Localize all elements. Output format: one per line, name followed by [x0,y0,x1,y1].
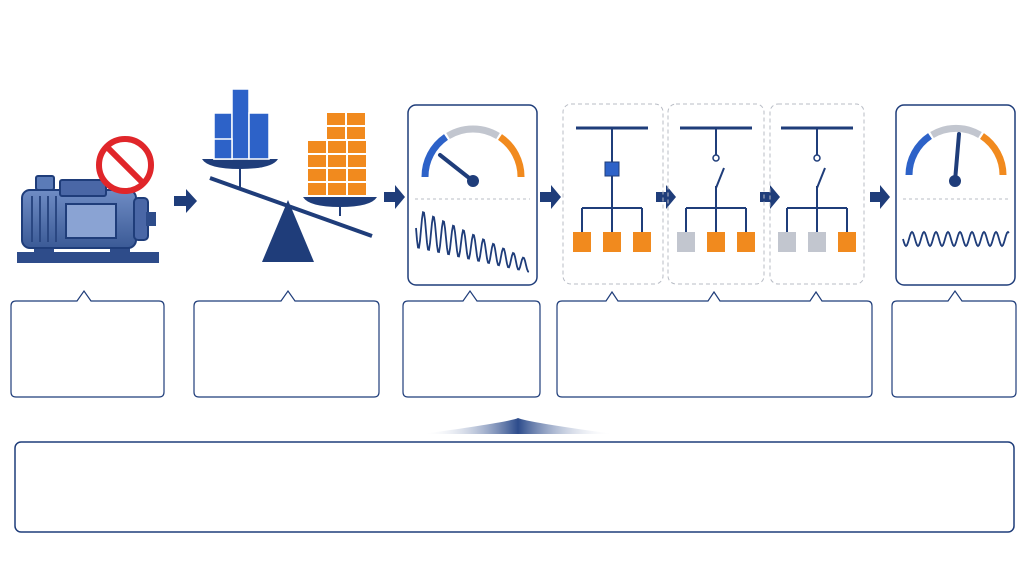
load-block [778,232,796,252]
motor-with-prohibition-icon [17,136,159,263]
flow-arrow-3 [540,185,561,209]
gauge-arc-orange [497,134,525,178]
frequency-drop-panel [407,104,538,286]
orange-weight-block [327,113,345,125]
orange-weight-block [308,155,326,167]
orange-weight-block [308,169,326,181]
frequency-restored-panel-frame [895,104,1016,286]
callout-box-load-shedding-frame [556,290,873,398]
decaying-oscillation-waveform [415,210,530,273]
shedding-step-3-frame [769,103,865,285]
scale-right-pan [303,197,377,207]
scale-beam [209,176,373,238]
load-block [603,232,621,252]
switch-open-blade [715,167,725,189]
orange-weight-block [348,141,366,153]
motor-cooling-fins [31,196,57,242]
load-block [677,232,695,252]
load-block [707,232,725,252]
scale-blue-weights [213,88,270,160]
gauge-needle [438,153,475,183]
orange-weight-block [347,113,365,125]
switch-open-blade [816,167,826,189]
gauge2-needle [953,132,961,183]
scale-orange-weights [308,113,366,195]
load-block [573,232,591,252]
gauge-arc-blue [421,134,449,178]
orange-weight-block [327,127,345,139]
orange-weight-block [308,141,326,153]
orange-weight-block [348,169,366,181]
orange-weight-block [348,155,366,167]
motor-panel [65,203,117,239]
callout-box-frequency-drop [402,289,541,398]
callout-box-frequency-drop-frame [402,289,541,398]
motor-top-cap-left [35,175,55,191]
callout-box-frequency-restored [891,289,1017,398]
callout-box-imbalance [193,289,380,398]
gauge2-arc-blue [905,133,933,176]
shedding-step-3 [778,126,856,252]
balance-scale-icon [202,88,377,262]
callout-box-imbalance-frame [193,289,380,398]
gauge-stable-oscillation-icon [905,124,1007,187]
gauge2-arc-orange [979,133,1007,176]
flow-arrow-6 [870,185,890,209]
scale-left-pan [202,159,278,169]
load-block [737,232,755,252]
switching-sequence-icon [562,103,865,285]
stable-oscillation-waveform [902,230,1010,248]
scale-fulcrum [262,200,314,262]
switch-contact-icon [712,154,720,162]
gauge2-arc-gray [930,124,982,139]
flow-arrow-2 [384,185,405,209]
callout-box-motor [10,289,165,398]
prohibition-slash [104,144,146,186]
shedding-step-1-frame [562,103,664,285]
callout-box-motor-frame [10,289,165,398]
orange-weight-block [328,141,346,153]
orange-weight-block [348,183,366,195]
flow-arrow-1 [174,189,197,213]
motor-end-cap [133,197,149,241]
summary-pointer [422,418,614,434]
gauge-decaying-oscillation-icon [421,125,525,187]
gauge2-hub [949,175,961,187]
load-block [633,232,651,252]
frequency-restored-panel [895,104,1016,286]
callout-box-frequency-restored-frame [891,289,1017,398]
motor-shaft [146,212,156,226]
shedding-step-2-frame [667,103,765,285]
callout-box-load-shedding [556,290,873,398]
orange-weight-block [347,127,365,139]
motor-terminal-box [59,179,107,197]
gauge-arc-gray [446,125,500,140]
load-block [808,232,826,252]
summary-box [14,418,1015,533]
flow-arrow-4 [656,185,676,209]
shedding-step-2 [677,126,755,252]
summary-box-frame [14,441,1015,533]
breaker-closed-icon [604,161,620,177]
orange-weight-block [308,183,326,195]
gauge-hub [467,175,479,187]
load-block [838,232,856,252]
orange-weight-block [328,183,346,195]
motor-base [17,252,159,263]
orange-weight-block [328,169,346,181]
orange-weight-block [328,155,346,167]
shedding-step-1 [573,126,651,252]
switch-contact-icon [813,154,821,162]
